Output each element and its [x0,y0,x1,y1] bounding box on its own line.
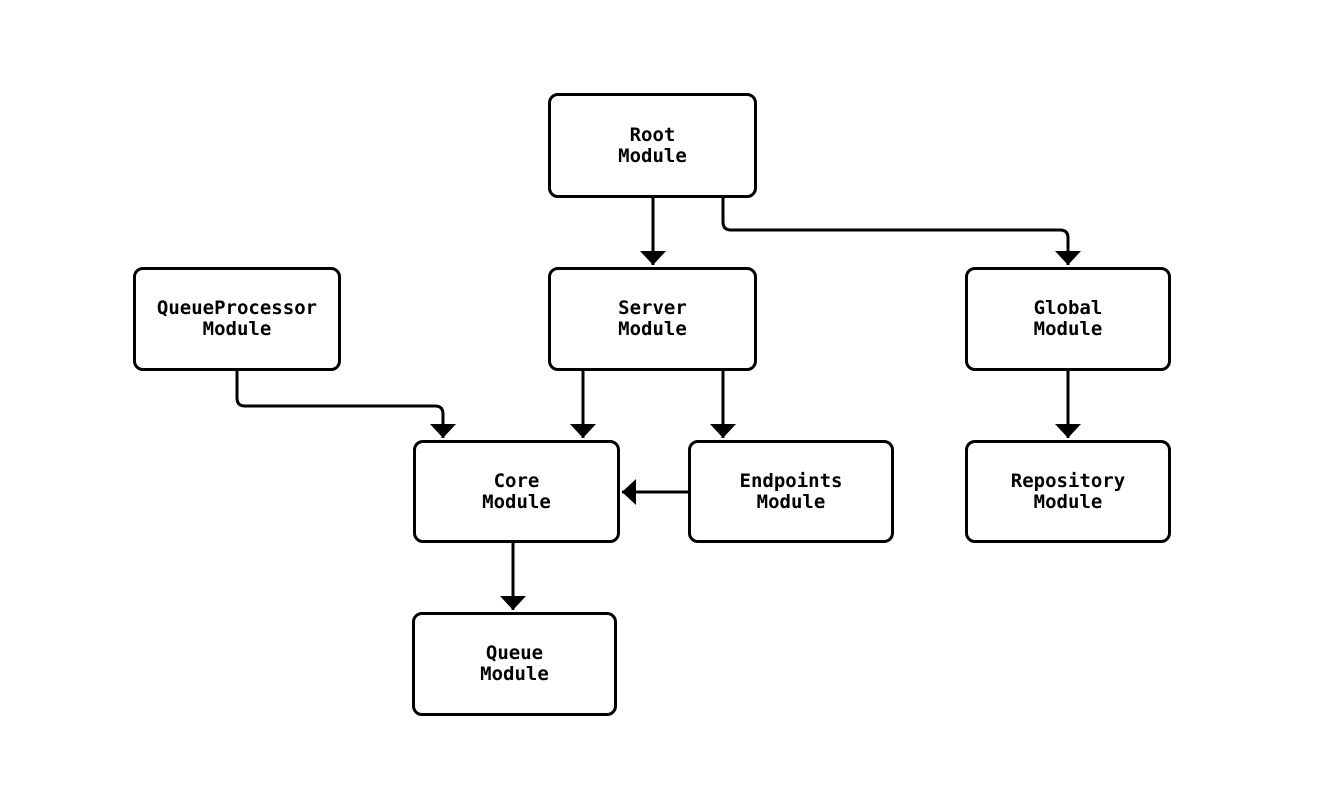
node-server-line1: Server [618,297,687,319]
node-repository-line2: Module [1033,490,1103,513]
node-queue-module: Queue Module [412,612,617,716]
node-queue-line1: Queue [485,642,544,664]
edge-queueprocessor-to-core [235,371,456,438]
node-core-module: Core Module [413,440,620,543]
node-endpoints-line2: Module [756,490,826,513]
node-core-line2: Module [482,490,551,513]
edge-root-to-global [721,198,1081,265]
node-root-line2: Module [618,144,687,167]
node-server-module: Server Module [548,267,757,371]
node-core-line1: Core [493,469,540,492]
node-root-line1: Root [629,123,676,146]
node-server-line2: Module [618,318,687,340]
node-repository-line1: Repository [1010,469,1126,492]
node-queueprocessor-module: QueueProcessor Module [133,267,341,371]
node-endpoints-line1: Endpoints [739,469,843,492]
node-global-line1: Global [1033,297,1103,319]
node-repository-module: Repository Module [965,440,1171,543]
node-queueprocessor-line2: Module [202,318,272,340]
node-global-line2: Module [1033,318,1103,340]
node-global-module: Global Module [965,267,1171,371]
node-queueprocessor-line1: QueueProcessor [156,297,318,319]
node-queue-line2: Module [480,663,549,685]
node-root-module: Root Module [548,93,757,198]
node-endpoints-module: Endpoints Module [688,440,894,543]
